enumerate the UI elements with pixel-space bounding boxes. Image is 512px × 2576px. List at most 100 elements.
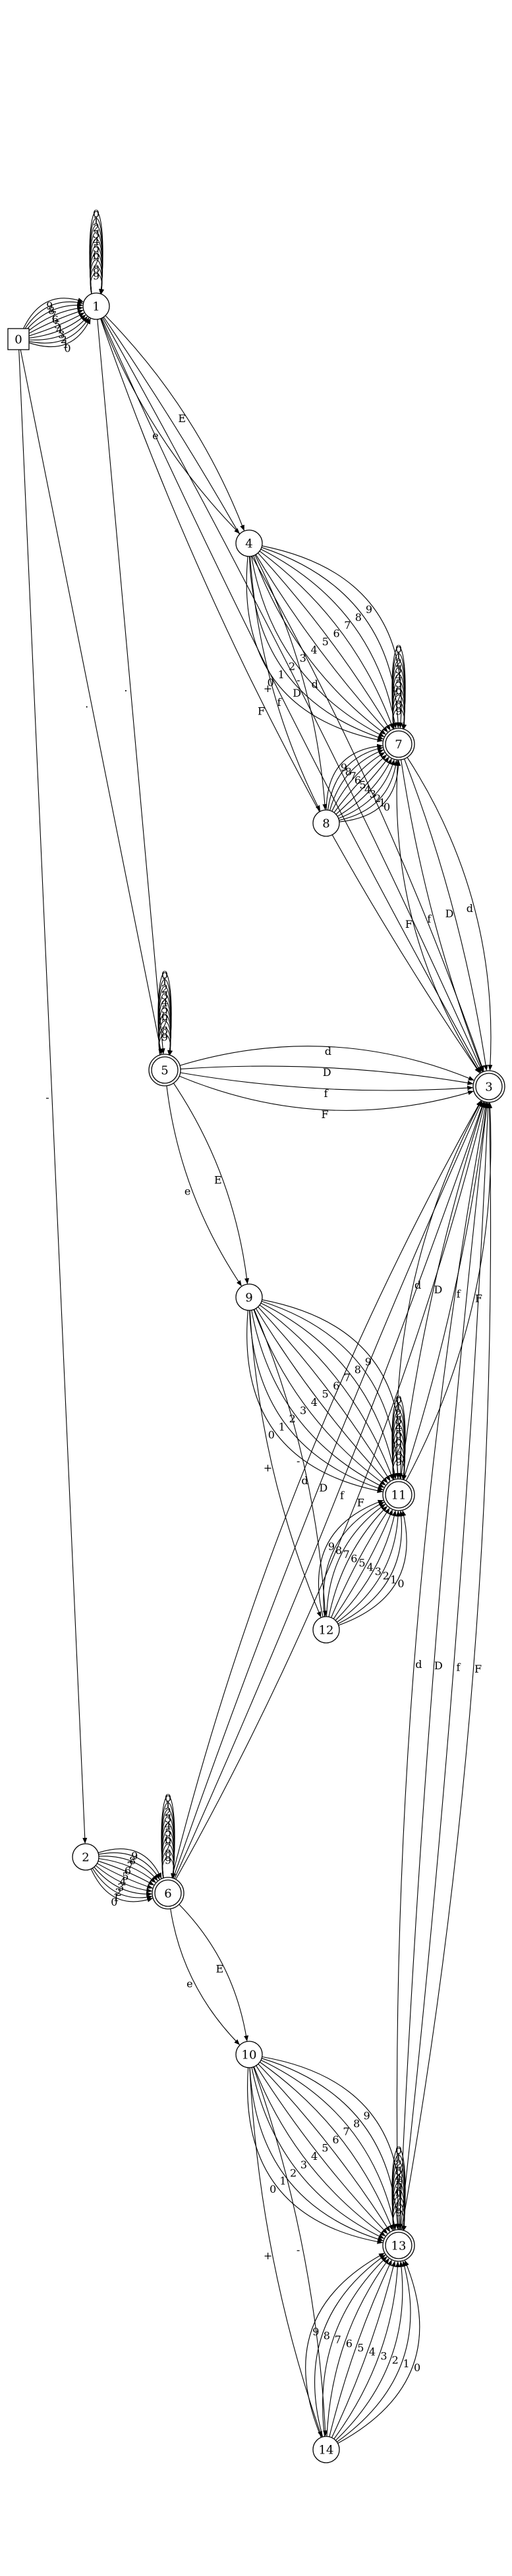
edge-13-3-3 <box>401 1102 492 2230</box>
edge-label: 2 <box>161 982 168 995</box>
state-label: 5 <box>161 1064 168 1078</box>
edge-2-6-2 <box>98 1856 158 1881</box>
edge-label: 6 <box>93 249 100 261</box>
edge-4-7-8 <box>249 556 384 739</box>
edge-label: 8 <box>395 1449 402 1461</box>
edge-label: 7 <box>350 770 356 782</box>
edge-label: f <box>427 913 432 925</box>
edge-label: 5 <box>395 678 402 690</box>
edge-label: 5 <box>322 2142 328 2155</box>
edge-label: F <box>258 705 265 718</box>
edge-group-4-8: -+ <box>249 554 327 811</box>
edge-12-11-2 <box>326 1503 386 1617</box>
edge-label: 4 <box>311 1396 318 1409</box>
edge-label: 2 <box>165 1806 171 1818</box>
edge-1-3-2 <box>101 317 482 1073</box>
edge-4-7-7 <box>250 556 385 738</box>
state-outer-ring <box>152 1877 185 1910</box>
edge-label: 7 <box>161 1017 168 1030</box>
edge-12-11-0 <box>318 1499 384 1617</box>
state-outer-ring <box>382 2229 415 2262</box>
edge-2-6-6 <box>95 1865 153 1893</box>
edge-label: 9 <box>165 1854 171 1867</box>
edge-label: 7 <box>335 2334 341 2346</box>
edge-4-7-0 <box>262 545 403 728</box>
state-inner-ring <box>475 1073 503 1100</box>
edge-label: D <box>434 1283 442 1296</box>
state-outer-ring <box>148 1054 181 1087</box>
edge-label: 2 <box>289 660 295 673</box>
edge-label: 2 <box>383 1569 389 1582</box>
edge-10-13-1 <box>261 2058 400 2230</box>
edge-label: 3 <box>93 228 100 241</box>
edge-9-12-1 <box>249 1310 322 1618</box>
edge-8-7-5 <box>335 757 389 815</box>
edge-7-3-2 <box>401 759 484 1072</box>
edge-13-3-2 <box>400 1102 491 2230</box>
edge-label: 7 <box>165 1840 171 1853</box>
edge-4-7-4 <box>258 552 391 731</box>
edge-group-0-5: . <box>20 349 163 1055</box>
edge-label: 2 <box>93 221 100 234</box>
state-13: 13 <box>382 2229 415 2262</box>
edge-8-7-8 <box>339 759 399 821</box>
edge-label: 9 <box>328 1540 335 1553</box>
state-inner-ring <box>385 730 412 758</box>
edge-label: 2 <box>395 2158 402 2170</box>
edge-group-1-4: Ee <box>100 315 244 534</box>
edge-label: 7 <box>395 2193 402 2205</box>
edge-label: 1 <box>395 2151 402 2164</box>
edge-label: . <box>124 682 127 694</box>
edge-9-11-2 <box>260 1302 397 1480</box>
state-9: 9 <box>235 1283 263 1311</box>
edge-label: 4 <box>364 784 371 796</box>
edge-label: 7 <box>127 1860 134 1872</box>
state-7: 7 <box>382 728 415 761</box>
edge-14-13-7 <box>335 2261 404 2441</box>
state-4: 4 <box>235 529 263 557</box>
state-circle <box>72 1843 100 1871</box>
edge-group-9-12: -+ <box>249 1309 327 1618</box>
edge-label: 7 <box>344 619 351 631</box>
edge-label: F <box>405 918 412 930</box>
edge-label: 7 <box>344 1371 351 1383</box>
edge-14-13-0 <box>305 2253 385 2438</box>
edge-label: + <box>264 2249 272 2262</box>
edge-label: e <box>152 429 158 442</box>
edge-8-7-9 <box>339 760 401 822</box>
edge-label: 4 <box>93 235 100 248</box>
edge-label: 8 <box>324 2329 330 2342</box>
edge-label: E <box>215 1962 223 1975</box>
state-inner-ring <box>151 1056 179 1084</box>
edge-label: D <box>434 1659 443 1672</box>
edge-1-4-0 <box>105 315 244 531</box>
edge-label: 5 <box>357 2342 364 2354</box>
edge-11-3-0 <box>396 1100 482 1480</box>
self-loop-5-9 <box>158 1034 173 1056</box>
edge-9-11-3 <box>259 1304 393 1480</box>
edge-label: 7 <box>343 2126 349 2138</box>
edge-label: 4 <box>369 2346 376 2358</box>
edge-label: D <box>293 687 301 699</box>
edge-4-7-3 <box>259 550 394 730</box>
edge-label: - <box>297 2243 300 2256</box>
edge-label: 6 <box>395 684 402 697</box>
edge-14-13-5 <box>331 2261 396 2438</box>
edge-label: f <box>324 1087 329 1100</box>
edge-12-11-9 <box>338 1510 407 1626</box>
edge-label: 4 <box>161 996 168 1009</box>
edge-label: D <box>319 1482 327 1494</box>
edge-group-5-9: Ee <box>166 1083 250 1287</box>
edge-label: 1 <box>279 2175 286 2187</box>
state-outer-ring <box>382 1478 415 1511</box>
edge-label: 9 <box>341 761 347 774</box>
edge-2-6-5 <box>97 1863 154 1889</box>
edge-4-8-0 <box>254 554 327 810</box>
edge-label: 0 <box>397 1577 404 1590</box>
self-loop-7-9 <box>392 709 407 730</box>
edge-label: 4 <box>120 1875 127 1888</box>
state-label: 4 <box>245 537 252 551</box>
